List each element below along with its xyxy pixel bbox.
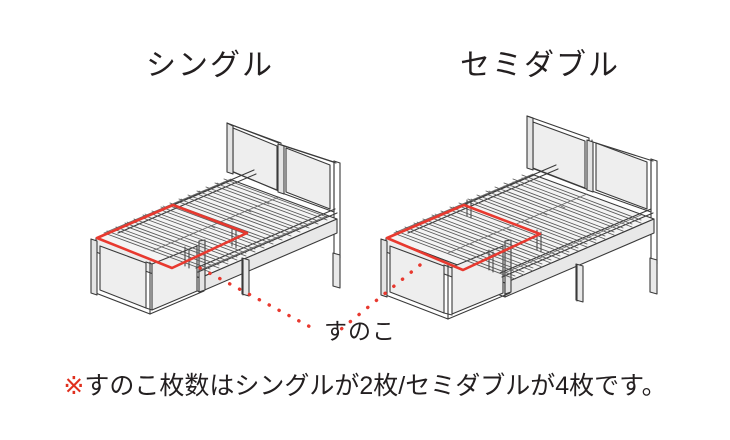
footnote-text: すのこ枚数はシングルが2枚/セミダブルが4枚です。	[84, 372, 667, 400]
bed-title-single: シングル	[146, 49, 274, 82]
callout-leader-lines	[198, 263, 422, 332]
footnote: ※すのこ枚数はシングルが2枚/セミダブルが4枚です。	[0, 366, 730, 402]
semi-double-bed-illustration	[380, 115, 658, 320]
callout-line-left	[198, 266, 318, 332]
footnote-asterisk-mark: ※	[63, 372, 85, 400]
callout-label-sunoko: すのこ	[324, 318, 396, 344]
slat-highlight-semi-double	[385, 203, 542, 272]
slat-highlight-single	[95, 203, 249, 270]
bed-title-semi-double: セミダブル	[460, 49, 620, 82]
single-bed-illustration	[90, 122, 341, 315]
